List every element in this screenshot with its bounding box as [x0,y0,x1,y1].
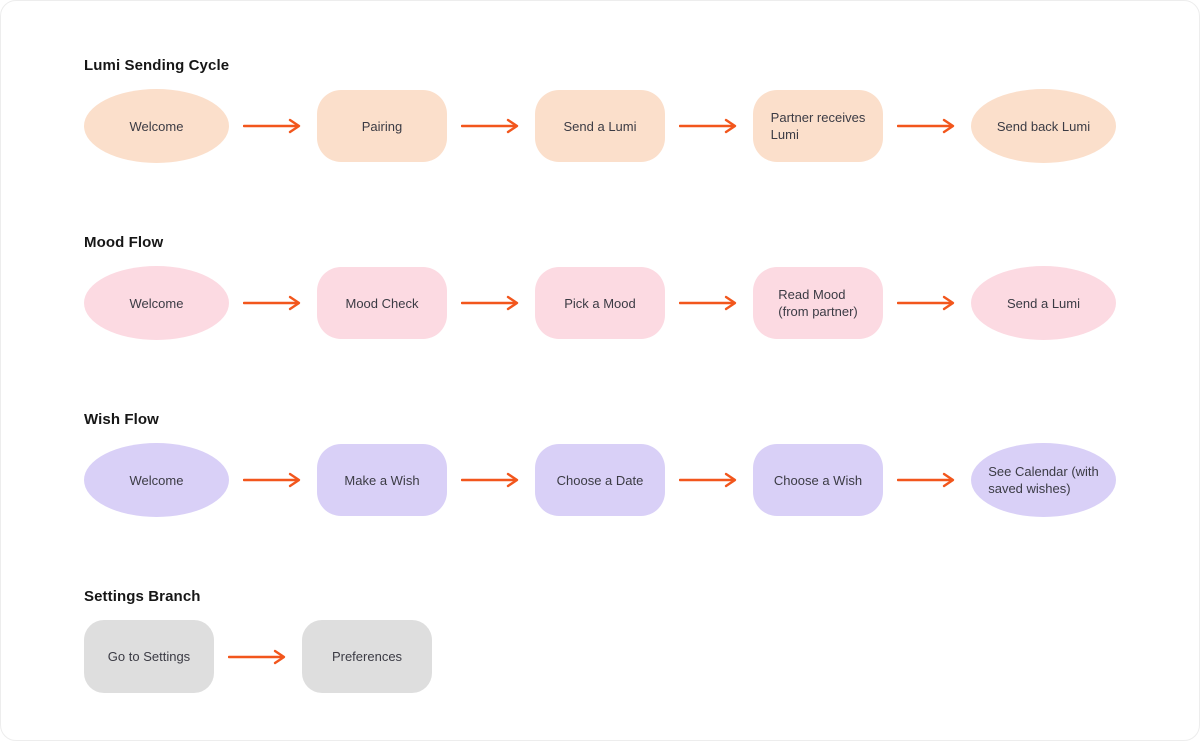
arrow-right-icon [447,472,535,488]
node-pick-a-mood: Pick a Mood [535,267,665,339]
section-wish-flow: Wish Flow Welcome Make a Wish Choose a D… [84,410,1199,517]
arrow-right-icon [214,649,302,665]
node-choose-a-wish: Choose a Wish [753,444,883,516]
node-make-a-wish: Make a Wish [317,444,447,516]
arrow-right-icon [665,295,753,311]
node-mood-check: Mood Check [317,267,447,339]
node-partner-receives-lumi: Partner receives Lumi [753,90,883,162]
arrow-right-icon [229,295,317,311]
arrow-right-icon [883,295,971,311]
section-title: Mood Flow [84,234,164,251]
node-see-calendar: See Calendar (with saved wishes) [971,443,1116,517]
arrow-right-icon [665,118,753,134]
flow-row: Welcome Make a Wish Choose a Date Choose… [84,443,1199,517]
section-title: Wish Flow [84,411,159,428]
node-send-back-lumi: Send back Lumi [971,89,1116,163]
node-welcome: Welcome [84,266,229,340]
arrow-right-icon [665,472,753,488]
section-title: Lumi Sending Cycle [84,57,230,74]
arrow-right-icon [447,118,535,134]
flow-row: Welcome Pairing Send a Lumi Partner rece… [84,89,1199,163]
node-go-to-settings: Go to Settings [84,620,214,693]
node-send-a-lumi: Send a Lumi [535,90,665,162]
node-preferences: Preferences [302,620,432,693]
arrow-right-icon [883,118,971,134]
arrow-right-icon [447,295,535,311]
arrow-right-icon [883,472,971,488]
node-welcome: Welcome [84,89,229,163]
section-settings-branch: Settings Branch Go to Settings Preferenc… [84,587,1199,693]
section-mood-flow: Mood Flow Welcome Mood Check Pick a Mood… [84,233,1199,340]
section-lumi-sending-cycle: Lumi Sending Cycle Welcome Pairing Send … [84,56,1199,163]
flow-row: Go to Settings Preferences [84,620,1199,693]
section-title: Settings Branch [84,588,201,605]
node-read-mood: Read Mood (from partner) [753,267,883,339]
node-welcome: Welcome [84,443,229,517]
node-pairing: Pairing [317,90,447,162]
arrow-right-icon [229,118,317,134]
node-send-a-lumi: Send a Lumi [971,266,1116,340]
node-choose-a-date: Choose a Date [535,444,665,516]
flow-row: Welcome Mood Check Pick a Mood Read Mood… [84,266,1199,340]
arrow-right-icon [229,472,317,488]
